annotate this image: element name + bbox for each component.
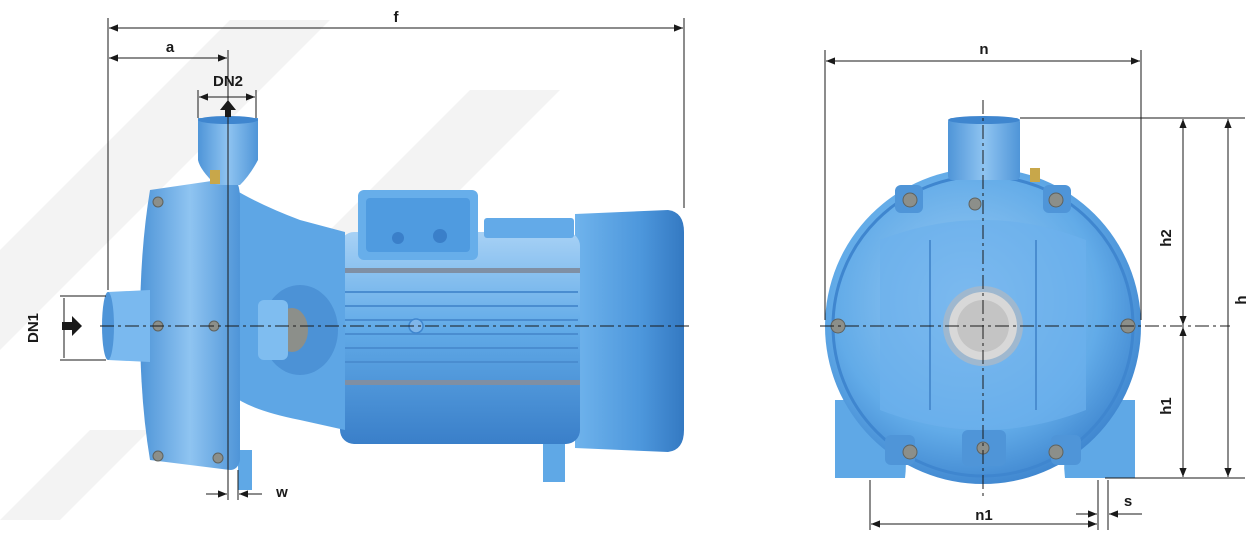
tie-rod-bottom <box>322 380 580 385</box>
dim-label-h2: h2 <box>1158 229 1175 247</box>
pump-foot-left <box>238 450 252 490</box>
side-view-dimensions <box>60 18 690 500</box>
dim-label-dn1: DN1 <box>25 313 42 343</box>
motor-fins <box>342 291 578 363</box>
dim-label-h: h <box>1233 295 1250 304</box>
dim-label-n: n <box>979 41 988 58</box>
dim-label-h1: h1 <box>1158 397 1175 415</box>
dim-label-f: f <box>394 9 400 26</box>
side-view-pump <box>102 116 684 490</box>
front-view-dimensions <box>820 50 1245 530</box>
dim-label-dn2: DN2 <box>213 73 243 90</box>
dim-label-a: a <box>166 39 175 56</box>
discharge-flow-arrow <box>220 100 236 117</box>
dim-label-w: w <box>275 484 288 501</box>
dim-label-n1: n1 <box>975 507 993 524</box>
suction-flow-arrow <box>62 316 82 336</box>
motor-end-cap <box>575 210 684 452</box>
dim-label-s: s <box>1124 493 1132 510</box>
volute-casing <box>140 178 240 470</box>
motor-body <box>340 232 580 444</box>
tie-rod-top <box>340 268 580 273</box>
